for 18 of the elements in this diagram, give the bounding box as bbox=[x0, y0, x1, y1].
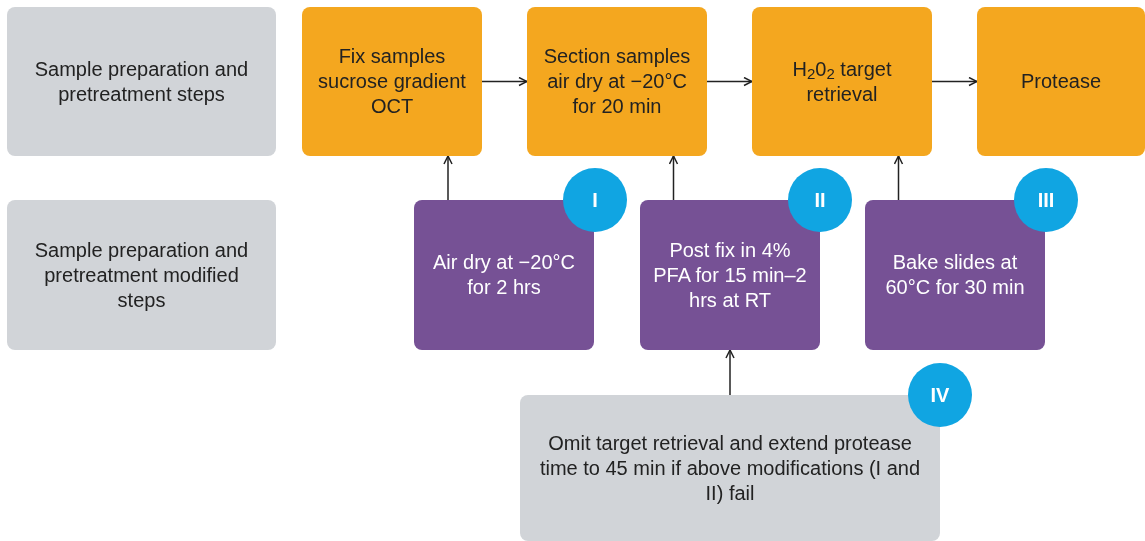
modified-step-box: Air dry at −20°C for 2 hrs bbox=[414, 200, 594, 350]
step-box: Sample preparation and pretreatment modified steps bbox=[7, 200, 276, 350]
process-box: Protease bbox=[977, 7, 1145, 156]
arrow bbox=[668, 155, 679, 201]
step-box: Sample preparation and pretreatment steps bbox=[7, 7, 276, 156]
arrow bbox=[706, 76, 753, 87]
arrow bbox=[443, 155, 453, 201]
step-number-badge: III bbox=[1014, 168, 1078, 232]
step-number-badge: II bbox=[788, 168, 852, 232]
process-box: H$_{2}$0$_{2}$ target retrieval bbox=[752, 7, 932, 156]
step-number-badge: I bbox=[563, 168, 627, 232]
step-number-badge: IV bbox=[908, 363, 972, 427]
arrow bbox=[893, 155, 904, 201]
process-box: Section samples air dry at −20°C for 20 min bbox=[527, 7, 707, 156]
process-box: Fix samples sucrose gradient OCT bbox=[302, 7, 482, 156]
arrow bbox=[725, 349, 735, 396]
arrow bbox=[481, 76, 528, 87]
arrow bbox=[931, 76, 978, 87]
